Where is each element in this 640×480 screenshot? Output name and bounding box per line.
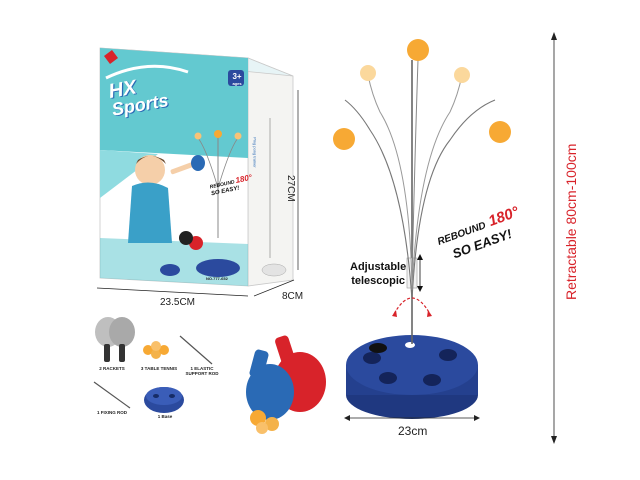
main-base [346, 335, 478, 419]
parts-label-balls: 3 TABLE TENNIS [140, 366, 178, 371]
rackets-image [95, 317, 135, 362]
parts-label-elastic-rod: 1 ELASTIC SUPPORT ROD [185, 366, 219, 376]
box-width-label: 23.5CM [160, 297, 196, 308]
box-height-label: 27CM [285, 175, 296, 202]
age-badge: 3+ ages [229, 72, 245, 86]
parts-label-rackets: 2 RACKETS [99, 366, 125, 371]
adjustable-label: Adjustable telescopic [350, 260, 406, 288]
height-range-value: 80cm-100cm [563, 143, 579, 225]
color-rackets-image [246, 335, 326, 434]
height-range-label: Retractable 80cm-100cm [563, 144, 579, 300]
box-depth-label: 8CM [282, 291, 304, 302]
age-sub: ages [232, 81, 242, 86]
base-diameter-label: 23cm [398, 424, 428, 438]
parts-illustration [93, 317, 326, 434]
elastic-rod-image [179, 335, 213, 365]
parts-label-base: 1 Base [157, 414, 173, 419]
age-value: 3+ [232, 72, 242, 81]
fixing-rod-image [93, 381, 131, 409]
height-range-prefix: Retractable [563, 228, 579, 300]
product-box [99, 47, 294, 287]
adjustable-line2: telescopic [351, 275, 406, 287]
adjustable-line1: Adjustable [350, 261, 407, 273]
box-item-number: NO.777-652 [206, 276, 228, 281]
parts-label-fixing-rod: 1 FIXING ROD [96, 410, 127, 415]
base-image [144, 387, 184, 413]
main-trainer [333, 32, 557, 444]
balls-image [143, 341, 169, 359]
